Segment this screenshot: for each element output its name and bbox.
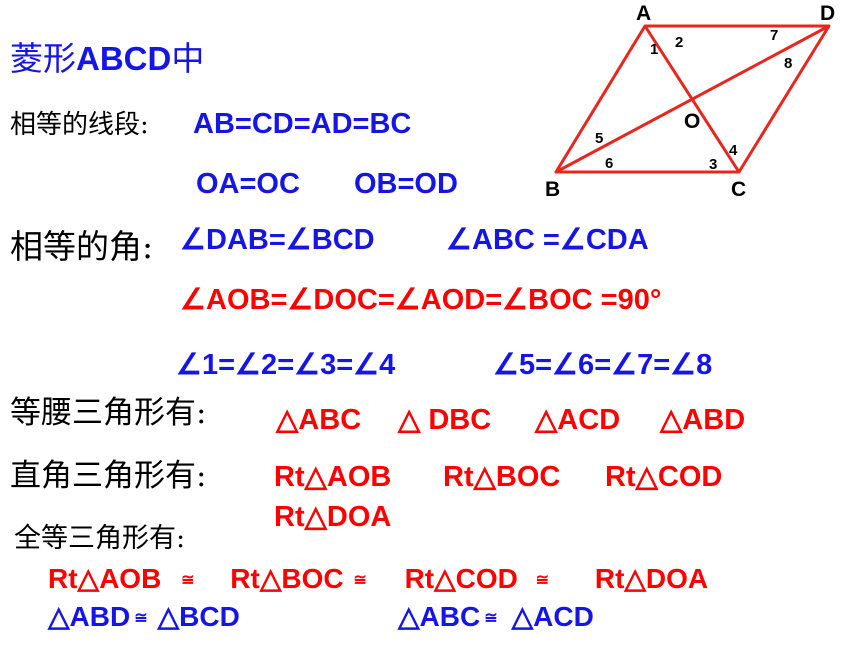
angle-label-6: 6 bbox=[605, 155, 613, 172]
isosceles-item-1: △ABC bbox=[276, 404, 362, 436]
congruent-item: Rt△DOA bbox=[594, 563, 709, 594]
right-triangles-label: 直角三角形有: bbox=[10, 458, 207, 494]
angle-label-2: 2 bbox=[675, 34, 683, 51]
congruent-row-2: △ABD≅ △BCD bbox=[48, 603, 240, 631]
right-triangle-item-3: Rt△COD bbox=[605, 461, 723, 493]
congruent-item: Rt△COD bbox=[404, 563, 518, 594]
angles-line-3a: ∠1=∠2=∠3=∠4 bbox=[176, 349, 396, 381]
title-name: ABCD bbox=[76, 40, 172, 77]
title-suffix: 中 bbox=[171, 39, 205, 78]
angle-label-3: 3 bbox=[709, 156, 717, 173]
congruent-item: Rt△BOC bbox=[230, 563, 344, 594]
congruent-item: △BCD bbox=[157, 601, 240, 632]
congruent-item: △ABC bbox=[398, 601, 481, 632]
right-triangle-item-1: Rt△AOB bbox=[274, 461, 392, 493]
page-title: 菱形ABCD中 bbox=[10, 42, 204, 75]
congruent-symbol: ≅ bbox=[484, 609, 498, 627]
angle-label-1: 1 bbox=[650, 41, 658, 58]
angles-line-1a: ∠DAB=∠BCD bbox=[180, 224, 375, 256]
isosceles-label: 等腰三角形有: bbox=[10, 395, 207, 431]
congruent-item: Rt△AOB bbox=[48, 563, 162, 594]
right-triangle-item-2: Rt△BOC bbox=[443, 461, 561, 493]
segments-label: 相等的线段: bbox=[10, 110, 149, 140]
segments-line-1: AB=CD=AD=BC bbox=[193, 108, 412, 140]
congruent-symbol: ≅ bbox=[134, 609, 148, 627]
congruent-item: △ABD bbox=[48, 601, 131, 632]
angle-label-5: 5 bbox=[595, 130, 603, 147]
angle-label-7: 7 bbox=[770, 27, 778, 44]
vertex-label-d: D bbox=[820, 2, 835, 25]
congruent-row-1: Rt△AOB ≅ Rt△BOC ≅ Rt△COD ≅ Rt△DOA bbox=[48, 565, 708, 593]
angles-line-1b: ∠ABC =∠CDA bbox=[446, 224, 649, 256]
congruent-item: △ACD bbox=[511, 601, 594, 632]
angle-label-8: 8 bbox=[784, 55, 792, 72]
angles-line-3b: ∠5=∠6=∠7=∠8 bbox=[493, 349, 713, 381]
segments-line-2a: OA=OC bbox=[196, 168, 300, 200]
angles-label: 相等的角: bbox=[10, 227, 154, 266]
isosceles-item-2: △ DBC bbox=[398, 404, 492, 436]
vertex-label-c: C bbox=[731, 178, 746, 201]
congruent-row-2b: △ABC≅ △ACD bbox=[398, 603, 594, 631]
isosceles-item-3: △ACD bbox=[535, 404, 621, 436]
segments-line-2b: OB=OD bbox=[354, 168, 458, 200]
angle-label-4: 4 bbox=[729, 142, 738, 159]
vertex-label-a: A bbox=[636, 2, 651, 25]
title-prefix: 菱形 bbox=[10, 39, 76, 78]
congruent-symbol: ≅ bbox=[535, 571, 550, 589]
angles-line-2: ∠AOB=∠DOC=∠AOD=∠BOC =90° bbox=[180, 284, 662, 316]
center-label-o: O bbox=[684, 110, 700, 133]
right-triangle-item-4: Rt△DOA bbox=[274, 501, 392, 533]
congruent-symbol: ≅ bbox=[181, 571, 195, 589]
congruent-symbol: ≅ bbox=[353, 571, 367, 589]
vertex-label-b: B bbox=[545, 178, 560, 201]
isosceles-item-4: △ABD bbox=[660, 404, 746, 436]
diagonal-bd bbox=[555, 24, 830, 174]
congruent-label: 全等三角形有: bbox=[14, 523, 186, 554]
